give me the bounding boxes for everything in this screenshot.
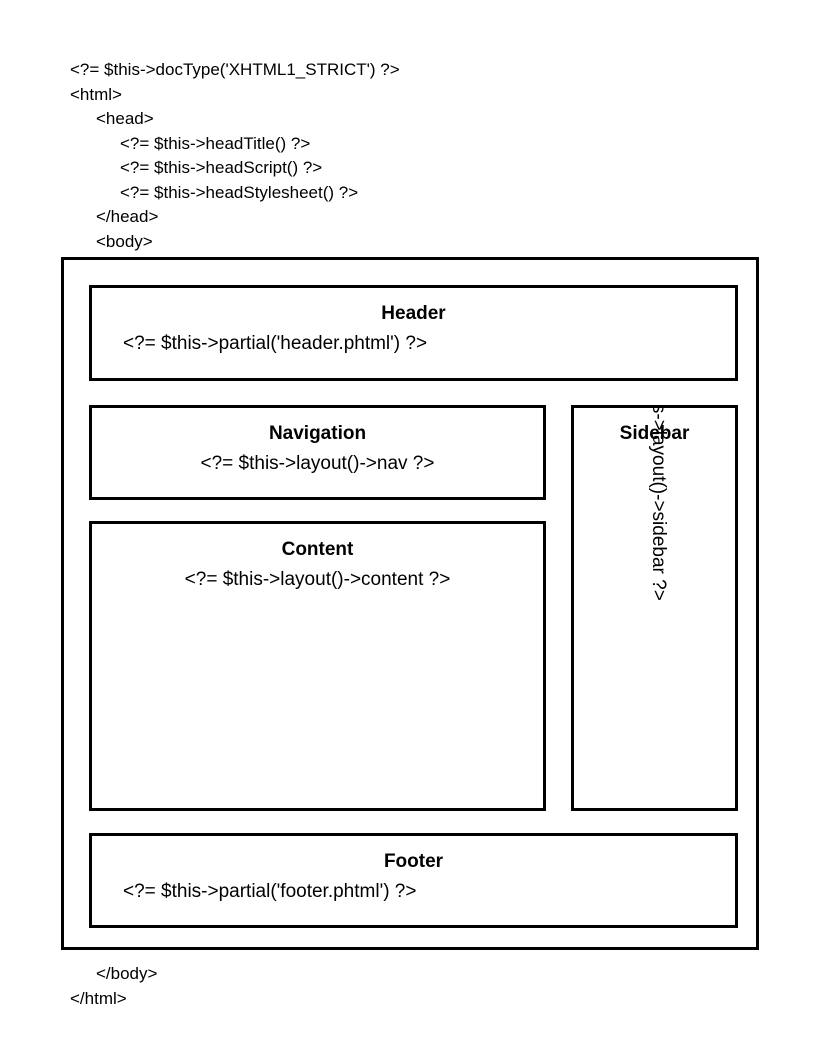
code-line: <?= $this->headTitle() ?> [120, 133, 311, 153]
diagram-box-navigation: Navigation <?= $this->layout()->nav ?> [89, 405, 546, 500]
sidebar-box-code: <?= $this->layout()->sidebar ?> [647, 405, 669, 601]
diagram-box-footer: Footer <?= $this->partial('footer.phtml'… [89, 833, 738, 928]
code-line: <body> [96, 231, 153, 251]
footer-box-code: <?= $this->partial('footer.phtml') ?> [123, 881, 417, 902]
navigation-box-code: <?= $this->layout()->nav ?> [200, 453, 435, 474]
code-line: <html> [70, 84, 122, 104]
code-line: </html> [70, 988, 127, 1008]
code-line: <?= $this->headScript() ?> [120, 158, 323, 177]
diagram-box-header: Header <?= $this->partial('header.phtml'… [89, 285, 738, 381]
footer-box-title: Footer [383, 851, 444, 872]
navigation-box-title: Navigation [268, 423, 367, 444]
diagram-box-content: Content <?= $this->layout()->content ?> [89, 521, 546, 811]
content-box-code: <?= $this->layout()->content ?> [184, 569, 451, 590]
layout-diagram-body-box: Header <?= $this->partial('header.phtml'… [61, 257, 759, 950]
code-block-bottom: </body> </html> [70, 962, 770, 1011]
code-line: <?= $this->docType('XHTML1_STRICT') ?> [70, 60, 400, 79]
code-line: </body> [96, 964, 158, 983]
code-line: <head> [96, 109, 154, 128]
header-box-code: <?= $this->partial('header.phtml') ?> [123, 333, 428, 354]
content-box-title: Content [281, 539, 354, 560]
code-line: <?= $this->headStylesheet() ?> [120, 182, 359, 202]
diagram-box-sidebar: Sidebar <?= $this->layout()->sidebar ?> [571, 405, 738, 811]
code-block-top: <?= $this->docType('XHTML1_STRICT') ?> <… [70, 58, 770, 254]
code-line: </head> [96, 207, 159, 226]
sidebar-box-title: Sidebar [619, 423, 690, 444]
sidebar-code-rotated-wrapper: <?= $this->layout()->sidebar ?> [574, 408, 735, 806]
header-box-title: Header [381, 303, 446, 324]
